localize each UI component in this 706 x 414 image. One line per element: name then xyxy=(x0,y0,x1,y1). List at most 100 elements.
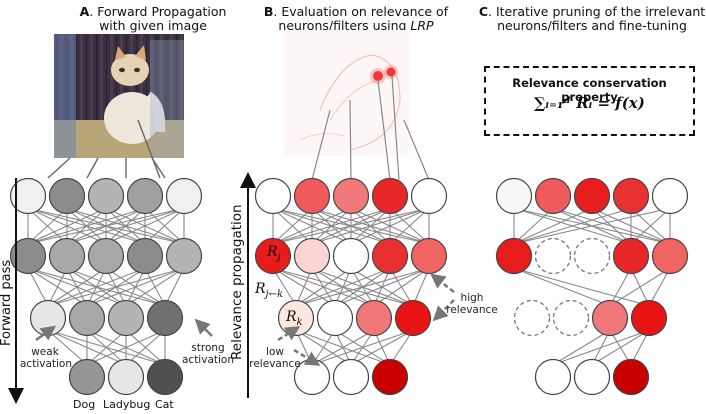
network-b-edge xyxy=(295,267,430,307)
network-c-edge xyxy=(513,207,554,245)
network-c-pruned-neuron xyxy=(552,299,590,337)
network-c-edge xyxy=(513,267,650,307)
network-a-neuron xyxy=(68,299,106,337)
heatmap-to-layer-line xyxy=(311,109,331,181)
network-a-neuron xyxy=(107,358,145,396)
rk-main: R xyxy=(286,309,297,325)
network-c-edge xyxy=(591,329,650,366)
network-a-edge xyxy=(66,207,185,245)
network-a-edge xyxy=(164,268,185,306)
network-a-edge xyxy=(47,267,185,307)
network-a-edge xyxy=(47,267,146,307)
network-b-neuron xyxy=(394,299,432,337)
panel-b-title: B. Evaluation on relevance of neurons/fi… xyxy=(256,5,456,33)
network-b-edge xyxy=(272,267,297,307)
rk-label: Rk xyxy=(286,309,303,328)
network-c-edge xyxy=(609,267,671,307)
network-a-neuron xyxy=(126,177,164,215)
image-to-layer-line xyxy=(137,119,161,179)
panel-b-title-lrp: LRP xyxy=(410,18,434,33)
network-c-edge xyxy=(630,207,671,245)
panel-b-letter: B xyxy=(263,4,274,19)
network-b-edge xyxy=(311,329,375,366)
network-b-neuron xyxy=(355,299,393,337)
network-a-neuron xyxy=(165,177,203,215)
weak-activation-label: weak activation xyxy=(20,346,72,370)
network-a-neuron xyxy=(68,358,106,396)
network-c-neuron xyxy=(612,237,650,275)
rjk-label: Rj←k xyxy=(255,281,283,300)
network-b-neuron xyxy=(316,299,354,337)
network-a-neuron xyxy=(9,237,47,275)
network-b-edge xyxy=(350,207,430,245)
network-c-edge xyxy=(513,267,611,307)
panel-a-title: A. Forward Propagation with given image xyxy=(63,5,243,33)
output-label-dog: Dog xyxy=(73,398,96,411)
network-b-edge xyxy=(272,207,430,245)
network-a-neuron xyxy=(48,177,86,215)
output-label-cat: Cat xyxy=(155,398,174,411)
relevance-propagation-label: Relevance propagation xyxy=(229,204,245,360)
strong-label-line1: strong xyxy=(191,342,225,354)
network-a-edge xyxy=(47,267,107,307)
panel-a-title-line2: with given image xyxy=(99,18,207,33)
network-a-neuron xyxy=(87,177,125,215)
panel-c-title-line2: neurons/filters and fine-tuning xyxy=(497,18,687,33)
network-a-neuron xyxy=(165,237,203,275)
conservation-title: Relevance conservation property xyxy=(512,76,667,104)
network-c-neuron xyxy=(630,299,668,337)
network-c-pruned-neuron xyxy=(573,237,611,275)
strong-label-line2: activation xyxy=(181,354,234,366)
network-a-neuron xyxy=(48,237,86,275)
network-a-edge xyxy=(27,207,146,245)
network-b-edge xyxy=(295,267,391,307)
network-b-neuron xyxy=(254,177,292,215)
network-c-edge xyxy=(513,207,671,245)
panel-c-letter: C xyxy=(478,4,488,19)
network-b-edge xyxy=(295,268,313,306)
network-a-edge xyxy=(86,267,185,307)
rjk-main: R xyxy=(255,281,266,297)
network-b-neuron xyxy=(371,237,409,275)
network-a-neuron xyxy=(107,299,145,337)
network-c-edge xyxy=(648,267,671,307)
cat-photo xyxy=(54,34,184,158)
network-c-edge xyxy=(630,329,650,366)
low-relevance-arrow-1 xyxy=(277,326,301,342)
weak-label-line1: weak xyxy=(31,346,59,358)
network-c-neuron xyxy=(495,177,533,215)
network-a-edge xyxy=(27,267,49,307)
network-c-edge xyxy=(591,207,632,245)
network-a-edge xyxy=(105,207,185,245)
network-c-edge xyxy=(513,207,593,245)
network-c-neuron xyxy=(495,237,533,275)
network-c-neuron xyxy=(651,237,689,275)
network-a-neuron xyxy=(146,299,184,337)
panel-c-title-line1: . Iterative pruning of the irrelevant xyxy=(488,4,706,19)
network-b-neuron xyxy=(410,177,448,215)
network-b-edge xyxy=(334,267,430,307)
network-c-neuron xyxy=(534,177,572,215)
low-label-line2: relevance xyxy=(249,358,301,370)
image-to-layer-line xyxy=(86,157,99,179)
network-a-edge xyxy=(86,329,166,366)
network-b-edge xyxy=(389,207,430,245)
network-a-edge xyxy=(47,268,68,306)
heatmap-to-layer-line xyxy=(349,99,352,181)
panel-b-title-line1: . Evaluation on relevance of xyxy=(273,4,449,19)
network-b-neuron xyxy=(332,177,370,215)
high-label-line2: relevance xyxy=(446,304,498,316)
network-a-edge xyxy=(125,329,166,366)
lrp-heatmap xyxy=(284,30,409,156)
high-relevance-arrow-2 xyxy=(432,299,455,322)
network-c-edge xyxy=(513,207,632,245)
rj-sub: j xyxy=(277,251,281,263)
network-c-neuron xyxy=(534,358,572,396)
heatmap-to-layer-line xyxy=(403,119,430,181)
heatmap-to-layer-line xyxy=(391,75,400,181)
network-a-edge xyxy=(27,207,185,245)
network-b-edge xyxy=(373,267,430,307)
network-c-edge xyxy=(552,329,650,366)
network-b-edge xyxy=(272,207,352,245)
